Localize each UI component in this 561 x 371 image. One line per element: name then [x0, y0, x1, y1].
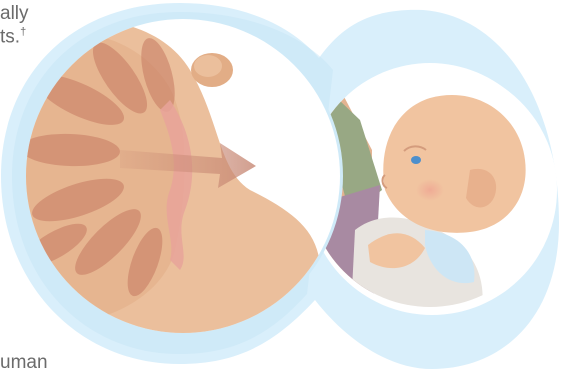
- nipple-highlight: [194, 55, 222, 77]
- baby-cheek: [416, 179, 444, 201]
- baby-eye-icon: [411, 156, 421, 164]
